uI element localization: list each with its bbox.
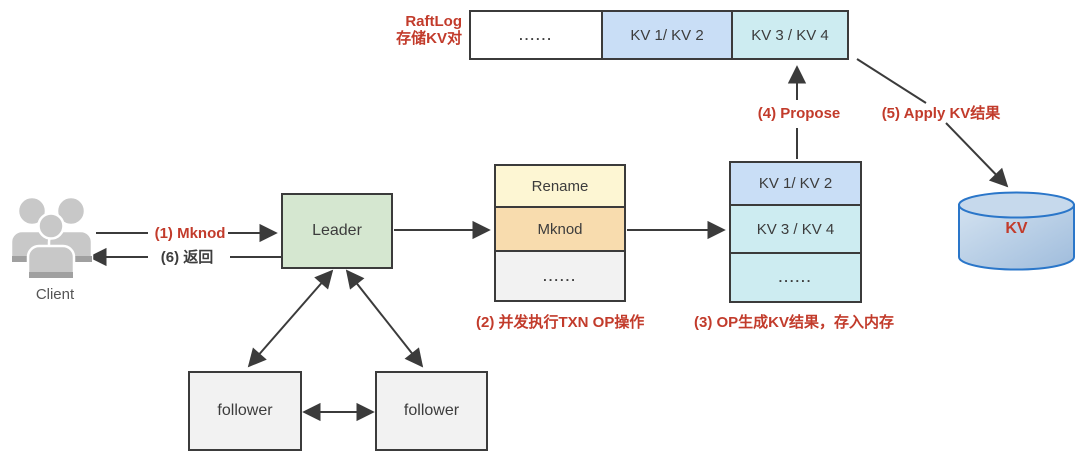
raftlog-label: RaftLog 存储KV对 <box>372 13 462 47</box>
step2-label: (2) 并发执行TXN OP操作 <box>476 314 645 331</box>
client-label: Client <box>35 286 75 303</box>
op-row-mknod: Mknod <box>494 206 626 252</box>
follower-right-node: follower <box>375 371 488 451</box>
kv-result-stack: KV 1/ KV 2 KV 3 / KV 4 ...... <box>729 161 862 303</box>
raftlog-strip: ...... KV 1/ KV 2 KV 3 / KV 4 <box>469 10 849 60</box>
leader-node: Leader <box>281 193 393 269</box>
raftlog-label-line2: 存储KV对 <box>396 30 462 47</box>
step5-label: (5) Apply KV结果 <box>881 105 1001 122</box>
op-row-rename: Rename <box>494 164 626 208</box>
step4-label: (4) Propose <box>757 105 841 122</box>
op-stack: Rename Mknod ...... <box>494 164 626 302</box>
raftlog-segment-kv12: KV 1/ KV 2 <box>601 10 733 60</box>
raftlog-segment-kv34: KV 3 / KV 4 <box>731 10 849 60</box>
arrow-step5-head-segment <box>945 122 1009 188</box>
kv-store-label: KV <box>1005 220 1028 237</box>
arrow-leader-follower-left <box>247 269 334 368</box>
op-row-dots: ...... <box>494 250 626 302</box>
step1-label: (1) Mknod <box>154 225 226 242</box>
kv-row-dots: ...... <box>729 252 862 303</box>
raftlog-label-line1: RaftLog <box>405 13 462 30</box>
arrow-step5-upper-segment <box>856 58 927 104</box>
arrow-leader-follower-right <box>345 269 424 368</box>
kv-row-kv12: KV 1/ KV 2 <box>729 161 862 206</box>
step6-label: (6) 返回 <box>160 249 214 266</box>
client-users-icon <box>9 195 94 280</box>
kv-database-icon <box>958 191 1075 271</box>
kv-row-kv34: KV 3 / KV 4 <box>729 204 862 254</box>
follower-left-node: follower <box>188 371 302 451</box>
raftlog-segment-dots: ...... <box>469 10 603 60</box>
step3-label: (3) OP生成KV结果，存入内存 <box>694 314 895 331</box>
